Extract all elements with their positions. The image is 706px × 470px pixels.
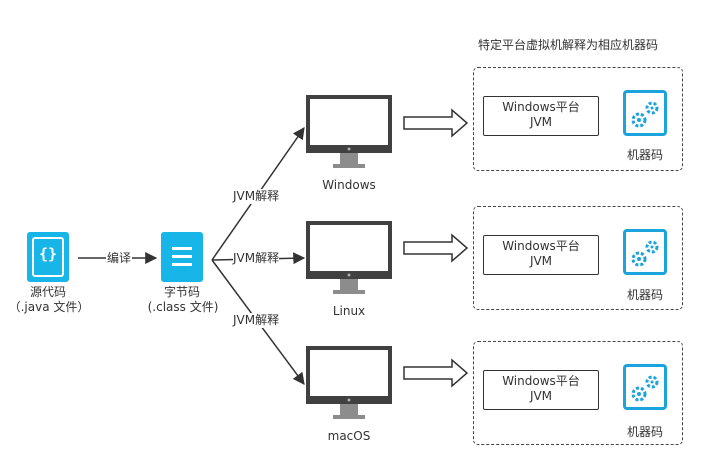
- jvm-box-line2: JVM: [529, 254, 553, 268]
- interpret-label-windows: JVM解释: [233, 189, 280, 204]
- jvm-box-line1: Windows平台: [502, 374, 580, 388]
- machine-code-label: 机器码: [626, 425, 663, 439]
- interpret-label-linux: JVM解释: [233, 251, 280, 266]
- block-arrow-macos: [403, 358, 469, 388]
- machine-code-label: 机器码: [626, 288, 663, 302]
- gears-icon: [623, 364, 667, 410]
- gears-icon: [623, 90, 667, 136]
- os-label-macos: macOS: [327, 429, 371, 443]
- java-file-icon: {}: [27, 232, 69, 282]
- jvm-box-line2: JVM: [529, 389, 553, 403]
- braces-glyph: {}: [38, 245, 58, 263]
- bytecode-name: 字节码: [163, 285, 200, 299]
- jvm-box-windows: Windows平台 JVM: [483, 96, 599, 136]
- machine-code-label: 机器码: [626, 148, 663, 162]
- jvm-box-linux: Windows平台 JVM: [483, 235, 599, 275]
- source-ext: （.java 文件）: [8, 300, 90, 314]
- jvm-box-line2: JVM: [529, 115, 553, 129]
- class-file-icon: [161, 232, 203, 282]
- jvm-box-macos: Windows平台 JVM: [483, 370, 599, 410]
- compile-label: 编译: [106, 251, 133, 266]
- block-arrow-linux: [403, 233, 469, 263]
- jvm-box-line1: Windows平台: [502, 100, 580, 114]
- monitor-icon-macos: [306, 346, 392, 419]
- monitor-icon-windows: [306, 95, 392, 168]
- platform-panel-macos: [473, 341, 683, 445]
- block-arrow-windows: [403, 108, 469, 138]
- gears-icon: [623, 229, 667, 275]
- os-label-windows: Windows: [322, 178, 376, 192]
- bytecode-ext: (.class 文件): [147, 300, 219, 314]
- interpret-label-macos: JVM解释: [233, 313, 280, 328]
- platform-panel-linux: [473, 206, 683, 310]
- monitor-icon-linux: [306, 221, 392, 294]
- header-title: 特定平台虚拟机解释为相应机器码: [478, 38, 659, 52]
- jvm-box-line1: Windows平台: [502, 239, 580, 253]
- platform-panel-windows: [473, 67, 683, 171]
- source-name: 源代码: [29, 285, 66, 299]
- os-label-linux: Linux: [332, 304, 366, 318]
